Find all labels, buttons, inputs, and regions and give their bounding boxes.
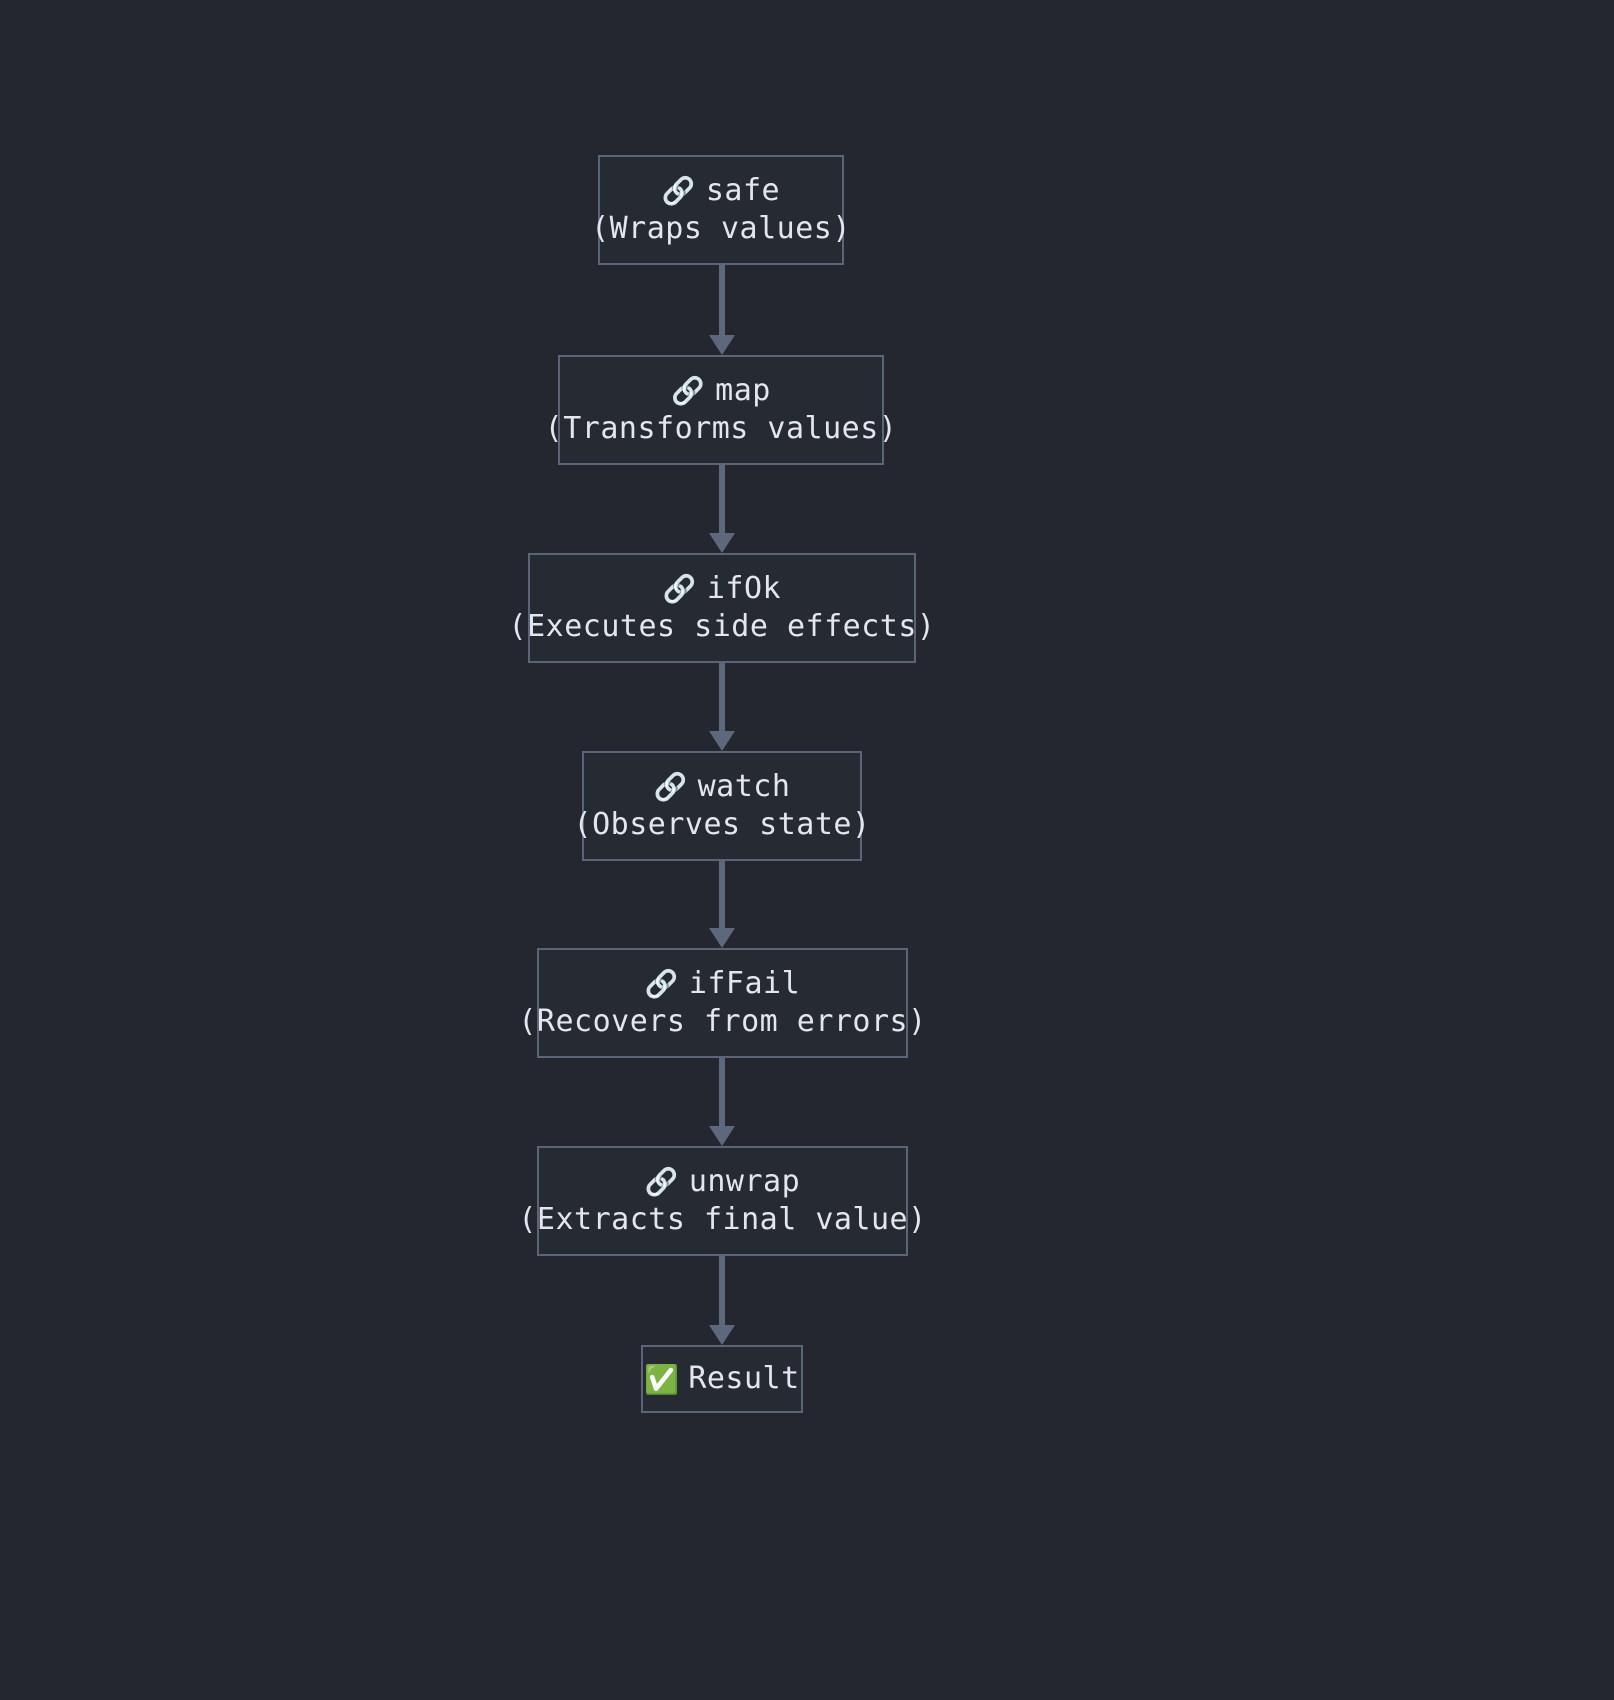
- flow-node-subtitle: (Observes state): [573, 807, 871, 842]
- flow-node-title: 🔗 unwrap: [645, 1163, 800, 1201]
- flow-node-subtitle: (Transforms values): [544, 411, 898, 446]
- edge-shaft: [719, 1058, 725, 1126]
- flow-node-result[interactable]: ✅ Result: [641, 1345, 803, 1413]
- flow-node-watch[interactable]: 🔗 watch (Observes state): [574, 751, 870, 861]
- flow-node-unwrap[interactable]: 🔗 unwrap (Extracts final value): [518, 1146, 926, 1256]
- edge-shaft: [719, 861, 725, 928]
- flow-node-title-text: ifOk: [706, 570, 782, 606]
- flow-node-safe[interactable]: 🔗 safe (Wraps values): [591, 155, 850, 265]
- link-icon: 🔗: [661, 175, 696, 207]
- flow-node-title-text: watch: [697, 768, 791, 804]
- link-icon: 🔗: [653, 771, 688, 803]
- flow-node-title: 🔗 map: [671, 372, 771, 410]
- edge-arrowhead: [709, 1126, 735, 1146]
- flow-node-title-text: unwrap: [688, 1163, 801, 1199]
- flow-node-iffail[interactable]: 🔗 ifFail (Recovers from errors): [518, 948, 926, 1058]
- flow-node-title-text: map: [715, 372, 771, 408]
- flow-node-title-text: Result: [688, 1360, 800, 1396]
- edge-arrowhead: [709, 335, 735, 355]
- flow-node-map[interactable]: 🔗 map (Transforms values): [545, 355, 897, 465]
- flow-node-subtitle: (Extracts final value): [518, 1202, 927, 1237]
- edge-arrowhead: [709, 533, 735, 553]
- link-icon: 🔗: [662, 573, 697, 605]
- edge-shaft: [719, 1256, 725, 1325]
- flow-node-title: 🔗 ifFail: [645, 965, 800, 1003]
- edge-shaft: [719, 265, 725, 335]
- flow-node-ifok[interactable]: 🔗 ifOk (Executes side effects): [509, 553, 935, 663]
- flow-node-title: ✅ Result: [644, 1360, 799, 1398]
- flow-node-subtitle: (Executes side effects): [508, 609, 936, 644]
- flow-node-title: 🔗 watch: [654, 768, 791, 806]
- edge-arrowhead: [709, 1325, 735, 1345]
- edge-shaft: [719, 663, 725, 731]
- edge-arrowhead: [709, 731, 735, 751]
- flow-node-subtitle: (Wraps values): [591, 211, 851, 246]
- flow-node-title: 🔗 ifOk: [663, 570, 781, 608]
- link-icon: 🔗: [671, 375, 706, 407]
- edge-shaft: [719, 465, 725, 533]
- flow-node-title-text: ifFail: [688, 965, 801, 1001]
- link-icon: 🔗: [644, 968, 679, 1000]
- flow-node-title-text: safe: [705, 172, 781, 208]
- link-icon: 🔗: [644, 1166, 679, 1198]
- flow-node-title: 🔗 safe: [662, 172, 780, 210]
- check-mark-button-icon: ✅: [644, 1362, 680, 1396]
- edge-arrowhead: [709, 928, 735, 948]
- flow-node-subtitle: (Recovers from errors): [518, 1004, 927, 1039]
